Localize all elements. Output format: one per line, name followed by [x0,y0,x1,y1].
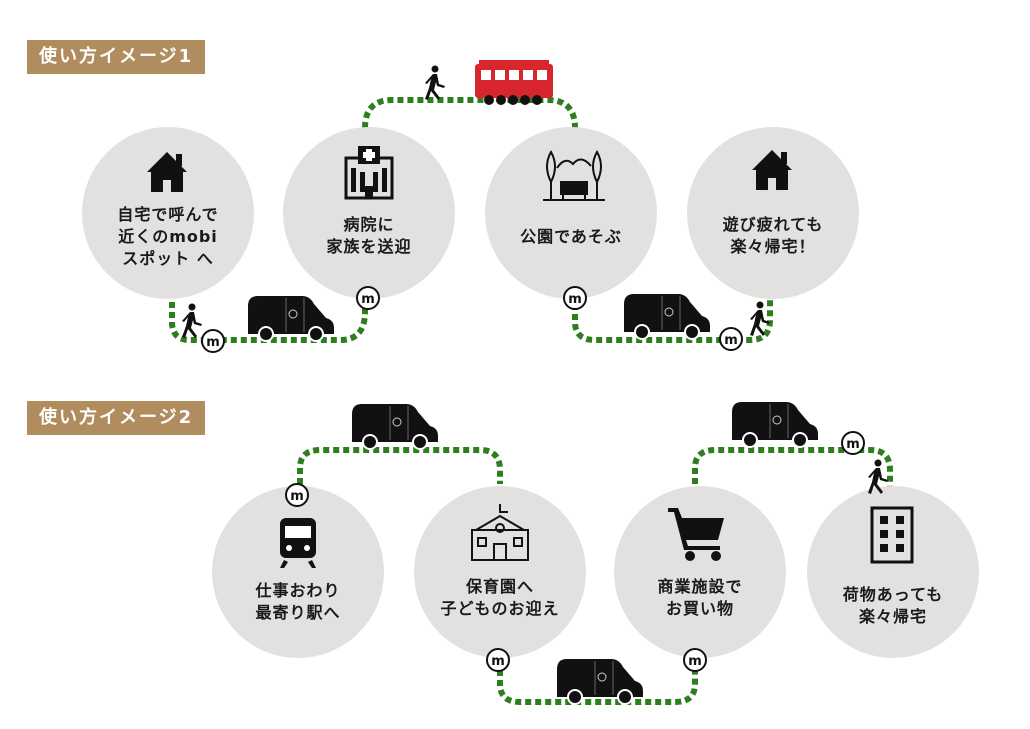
school-icon [471,504,529,561]
mobi-spot-marker: m [356,286,380,310]
stop-label-7: 商業施設でお買い物 [657,577,743,618]
red-bus-icon [475,60,553,105]
van-icon [556,658,644,705]
svg-text:m: m [206,335,220,350]
shopping-cart-icon [668,508,724,561]
mobi-spot-marker: m [201,329,225,353]
stop-label-3: 公園であそぶ [520,227,622,246]
stop-circle-6 [414,486,586,658]
stop-circle-4 [687,127,859,299]
svg-text:m: m [491,654,505,669]
train-icon [280,518,316,568]
route-1-2 [362,97,578,129]
walker-icon [425,65,445,100]
stop-circle-1 [82,127,254,299]
mobi-spot-marker: m [841,431,865,455]
svg-text:m: m [688,654,702,669]
mobi-spot-marker: m [719,327,743,351]
svg-text:m: m [568,292,582,307]
route-2-3 [572,300,773,343]
mobi-spot-marker: m [563,286,587,310]
van-icon [351,403,439,450]
mobi-spot-marker: m [285,483,309,507]
stop-label-2: 病院に家族を送迎 [326,215,412,256]
svg-text:m: m [724,333,738,348]
van-icon [247,295,335,342]
stop-label-5: 仕事おわり最寄り駅へ [255,581,341,622]
stop-circle-3 [485,127,657,299]
svg-text:m: m [846,437,860,452]
van-icon [731,401,819,448]
route-5-6 [497,660,698,705]
stop-label-4: 遊び疲れても楽々帰宅！ [722,215,824,256]
stop-circle-7 [614,486,786,658]
stop-circle-2 [283,127,455,299]
svg-text:m: m [290,489,304,504]
section1-header: 使い方イメージ1 [27,40,206,74]
stop-circle-5 [212,486,384,658]
walker-icon [182,303,202,338]
route-6-7 [692,447,893,492]
van-icon [623,293,711,340]
section2-header: 使い方イメージ2 [27,401,206,435]
svg-text:m: m [361,292,375,307]
park-icon [543,149,605,201]
route-4-5 [297,447,503,484]
mobi-spot-marker: m [486,648,510,672]
mobi-spot-marker: m [683,648,707,672]
stop-label-6: 保育園へ子どものお迎え [440,577,560,618]
hospital-icon [344,146,394,200]
stop-circle-8 [807,486,979,658]
building-icon [870,506,914,564]
stop-label-8: 荷物あっても楽々帰宅 [842,585,944,626]
